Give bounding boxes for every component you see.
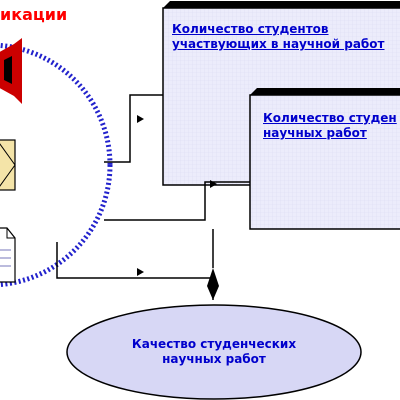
oval-line1: Качество студенческих [131, 337, 297, 351]
quality-oval [66, 304, 362, 400]
box1-line1: Количество студентов [172, 22, 329, 36]
communication-circle [0, 42, 113, 288]
box-research-papers-count [249, 88, 400, 230]
box-students-participating-label: Количество студентов участвующих в научн… [172, 22, 385, 52]
document-icon [0, 227, 16, 283]
speaker-icon [0, 38, 22, 104]
box1-line2: участвующих в научной работ [172, 37, 385, 51]
arrowhead-icon [210, 180, 217, 188]
arrowhead-icon [137, 268, 144, 276]
diamond-connector-icon [207, 268, 219, 300]
arrowhead-icon [137, 115, 144, 123]
box-research-papers-count-label: Количество студен научных работ [263, 111, 397, 141]
section-title: икации [0, 5, 68, 24]
oval-line2: научных работ [162, 352, 266, 366]
box2-line2: научных работ [263, 126, 367, 140]
box2-line1: Количество студен [263, 111, 397, 125]
envelope-icon [0, 139, 16, 191]
quality-oval-label: Качество студенческих научных работ [114, 337, 314, 367]
